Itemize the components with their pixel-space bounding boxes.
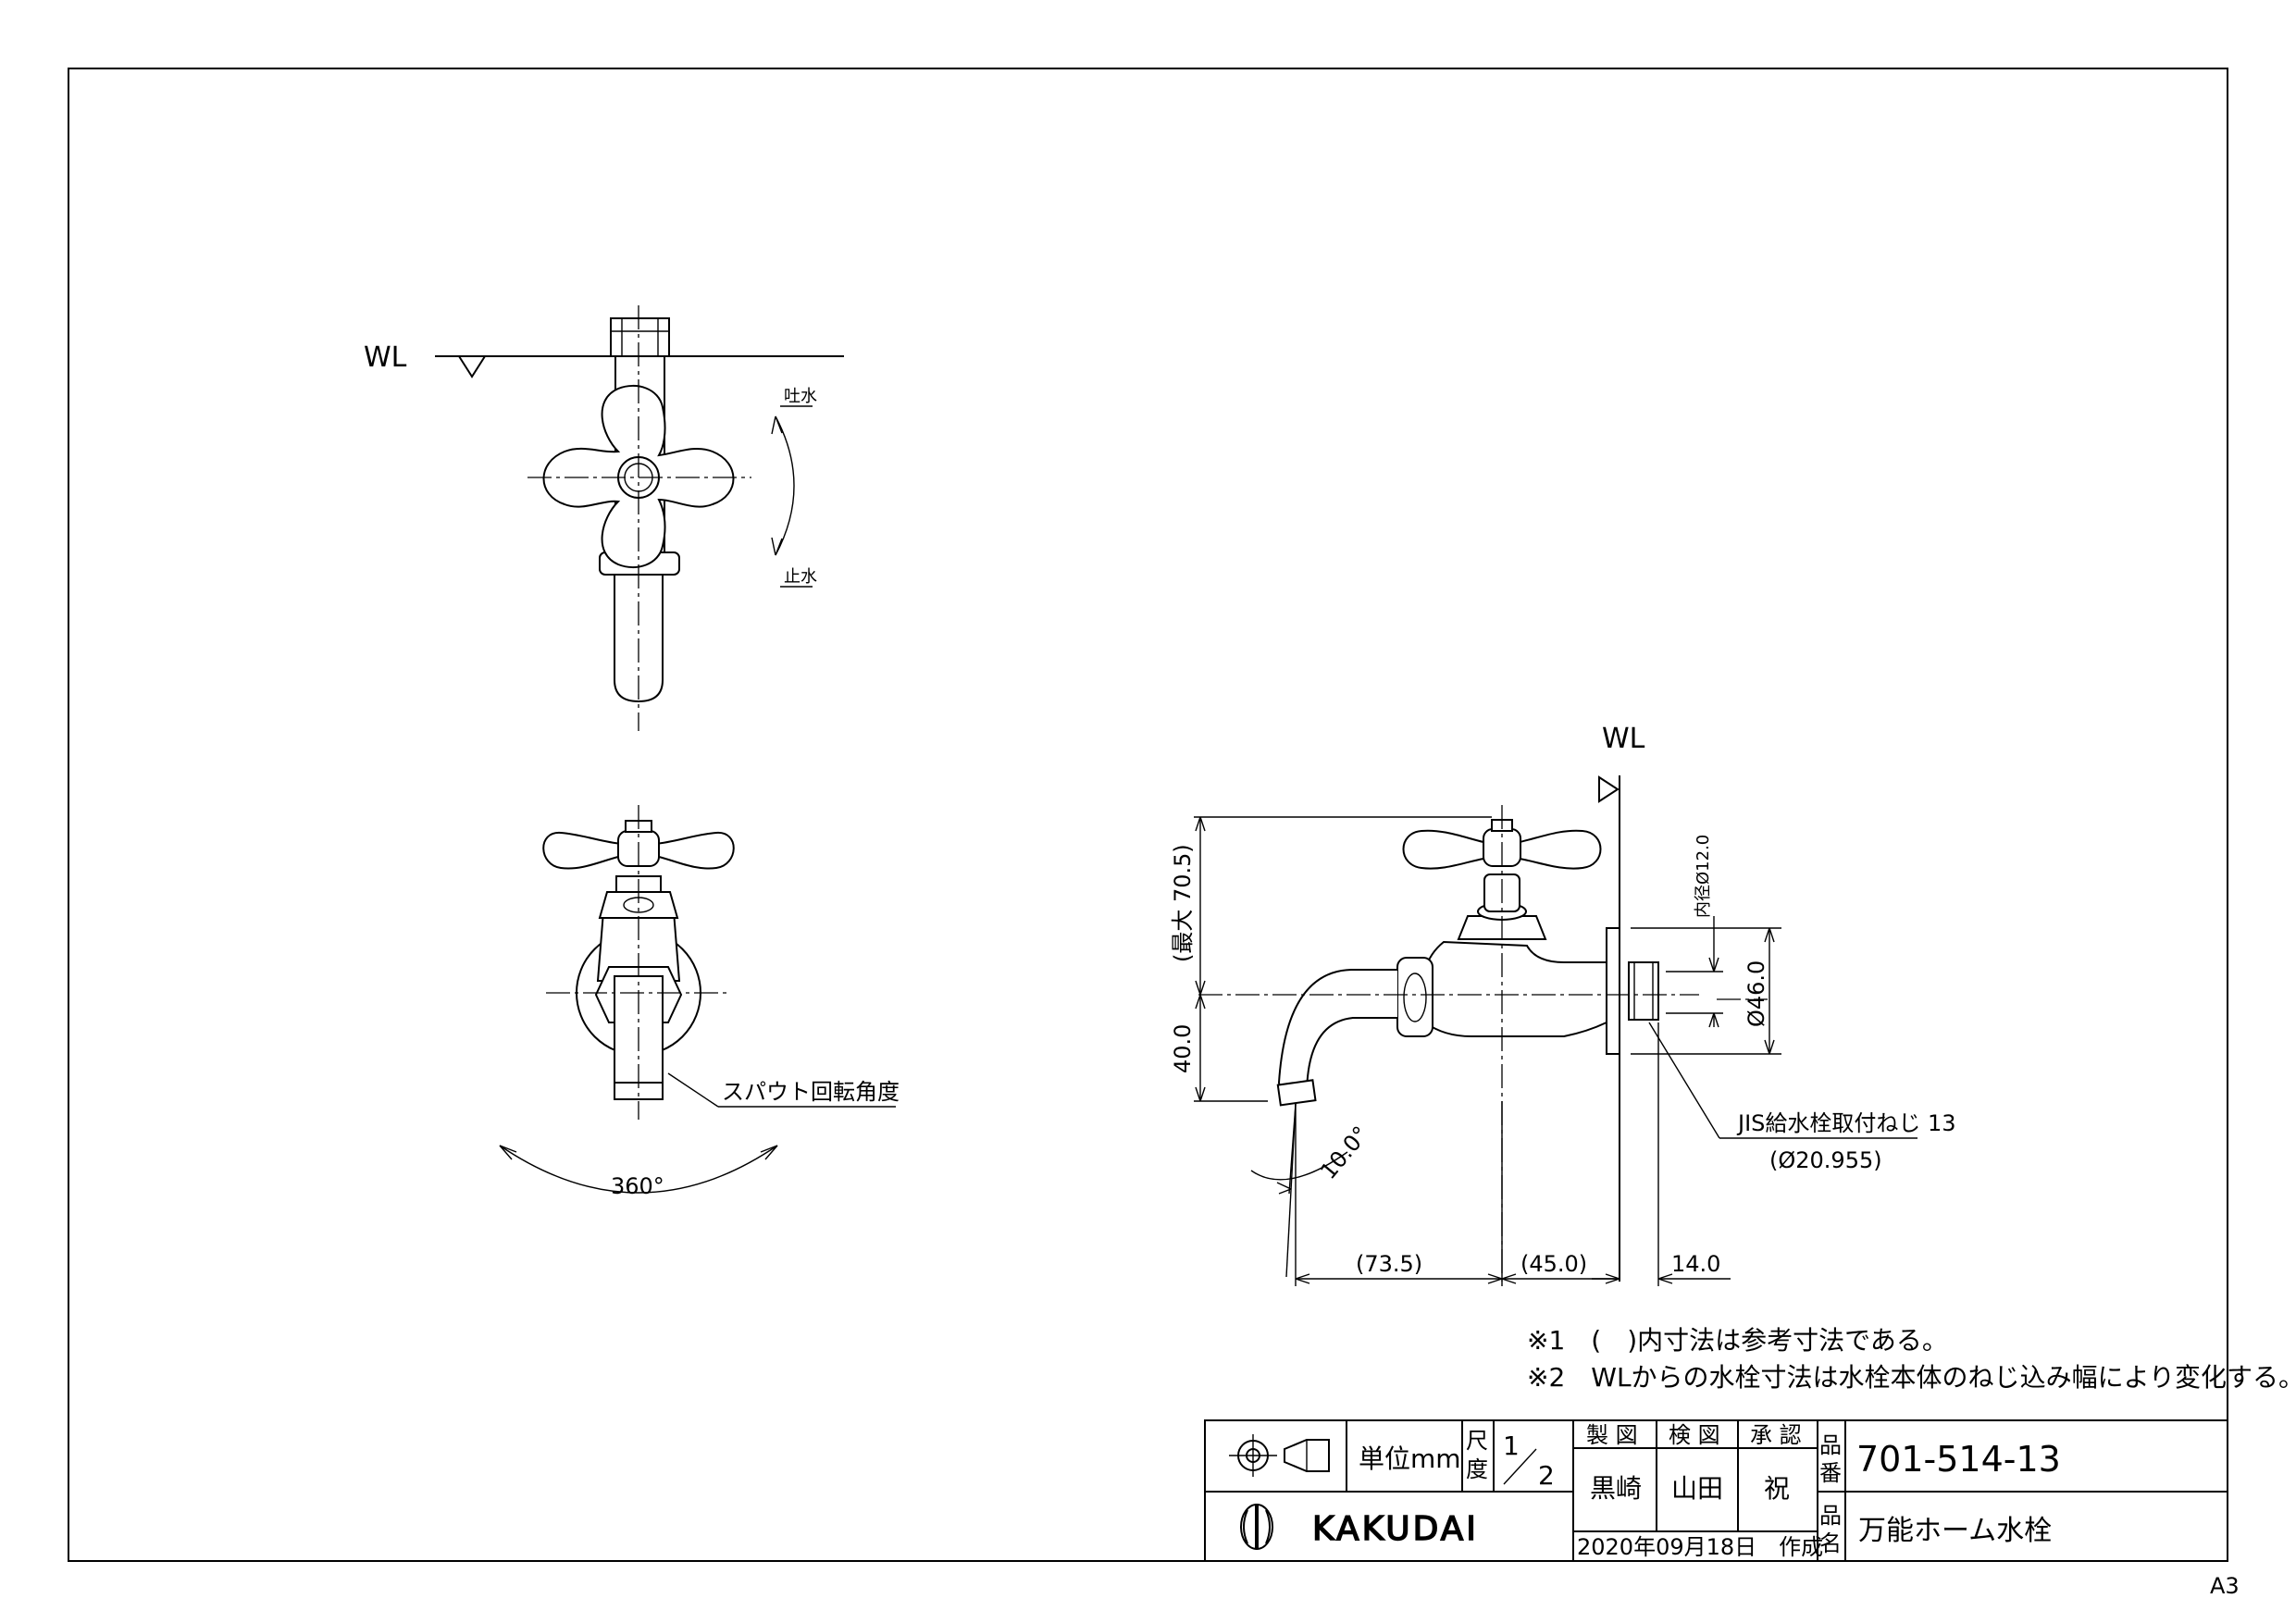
- front-view: 360° スパウト回転角度: [499, 805, 900, 1199]
- discharge-label: 吐水: [784, 387, 817, 406]
- dim-max-height: (最大 70.5): [1170, 844, 1196, 962]
- approved-header: 承 認: [1750, 1422, 1802, 1448]
- part-no-label-2: 番: [1819, 1460, 1842, 1486]
- sheet-border: [68, 68, 2228, 1562]
- angle-arc: [1250, 1151, 1348, 1181]
- scale-num: 1: [1503, 1431, 1520, 1461]
- dim-45-0: (45.0): [1520, 1251, 1587, 1277]
- spout-rotation-label: スパウト回転角度: [722, 1079, 900, 1105]
- flange-side: [1606, 927, 1620, 1055]
- wl-label-side: WL: [1602, 723, 1645, 755]
- thread-side: [1628, 961, 1659, 1021]
- dim-14-0: 14.0: [1671, 1251, 1720, 1277]
- dim-inner-dia: 内径Ø12.0: [1694, 835, 1713, 918]
- side-view: WL (最大 70.5): [1170, 723, 1956, 1286]
- drawn-header: 製 図: [1586, 1422, 1638, 1448]
- spout-side: [1277, 969, 1397, 1101]
- note-1: ※1 ( )内寸法は参考寸法である。: [1527, 1325, 1948, 1356]
- wl-triangle-side: [1598, 775, 1620, 803]
- date-created: 2020年09月18日 作成: [1577, 1534, 1823, 1560]
- thread-dia: (Ø20.955): [1769, 1147, 1882, 1173]
- scale-label-2: 度: [1466, 1456, 1488, 1482]
- scale-den: 2: [1538, 1460, 1555, 1491]
- dim-angle: 10.0°: [1315, 1121, 1374, 1184]
- checked-by: 山田: [1671, 1473, 1723, 1504]
- note-2: ※2 WLからの水栓寸法は水栓本体のねじ込み幅により変化する。: [1527, 1362, 2296, 1393]
- approved-by: 祝: [1764, 1473, 1790, 1504]
- wl-triangle-top: [457, 355, 487, 378]
- body-side: [1408, 940, 1607, 1037]
- projection-symbol-icon: [1229, 1434, 1330, 1477]
- dim-height-40: 40.0: [1170, 1024, 1196, 1073]
- product-name: 万能ホーム水栓: [1858, 1515, 2052, 1547]
- nipple-top: [610, 317, 670, 357]
- rotation-angle-label: 360°: [611, 1173, 664, 1199]
- drawn-by: 黒崎: [1590, 1473, 1642, 1504]
- name-label-2: 名: [1819, 1530, 1842, 1556]
- checked-header: 検 図: [1669, 1422, 1720, 1448]
- company-name: KAKUDAI: [1312, 1510, 1479, 1548]
- kakudai-logo-icon: KAKUDAI: [1240, 1504, 1479, 1550]
- thread-spec: JIS給水栓取付ねじ 13: [1736, 1110, 1956, 1136]
- stop-label: 止水: [784, 567, 817, 587]
- spout-rotation-arc: [499, 1145, 778, 1194]
- top-view: WL 吐水 止水: [364, 305, 844, 731]
- union-nut-side: [1396, 957, 1433, 1037]
- wl-label-top: WL: [364, 341, 407, 374]
- dim-73-5: (73.5): [1356, 1251, 1422, 1277]
- unit-label: 単位mm: [1359, 1443, 1461, 1474]
- title-block: 単位mm 尺 度 1 2 製 図 検 図 承 認 黒崎 山田 祝 2020年09…: [1204, 1419, 2228, 1562]
- name-label-1: 品: [1819, 1503, 1842, 1529]
- scale-label-1: 尺: [1466, 1428, 1488, 1454]
- paper-size: A3: [2210, 1573, 2240, 1599]
- part-number: 701-514-13: [1856, 1439, 2061, 1480]
- rotation-arrow-top: [775, 415, 795, 556]
- part-no-label-1: 品: [1819, 1432, 1842, 1458]
- dim-dia-46: Ø46.0: [1744, 960, 1769, 1027]
